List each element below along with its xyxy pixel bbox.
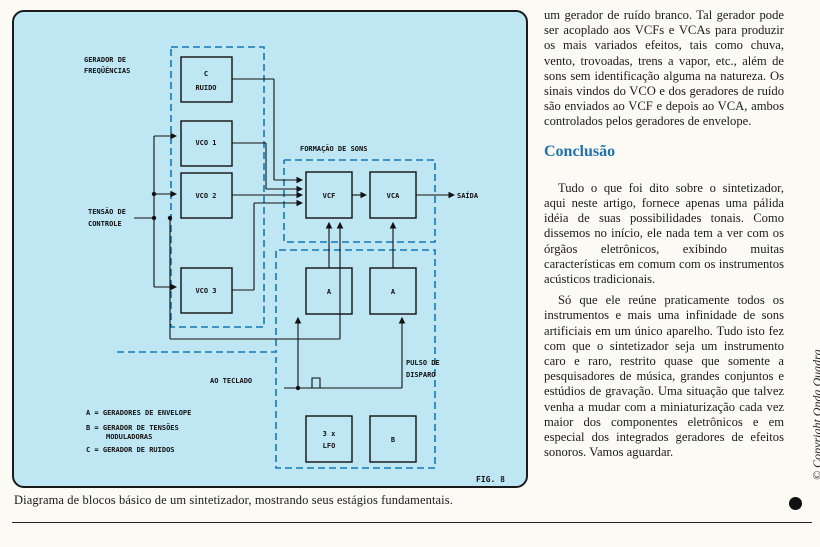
figure-label: FIG. 8 — [476, 475, 505, 484]
lfo-label: LFO — [323, 442, 336, 450]
end-of-article-bullet — [789, 497, 802, 510]
page-bottom-rule — [12, 522, 812, 523]
vca-label: VCA — [387, 192, 400, 200]
article-paragraph-1: um gerador de ruído branco. Tal gerador … — [544, 8, 784, 129]
formacao-group — [283, 159, 436, 243]
gen-freq-label-2: FREQÜÊNCIAS — [84, 66, 130, 75]
noise-letter: C — [204, 70, 208, 78]
vco1-label: VCO 1 — [195, 139, 216, 147]
control-group — [117, 249, 436, 469]
figure-caption: Diagrama de blocos básico de um sintetiz… — [14, 493, 453, 507]
legend-b: B = GERADOR DE TENSÕES — [86, 423, 179, 432]
env2-label: A — [391, 288, 396, 296]
formacao-label: FORMAÇÃO DE SONS — [300, 144, 367, 153]
section-heading: Conclusão — [544, 142, 616, 160]
tensao-label-2: CONTROLE — [88, 220, 122, 228]
pulso-label-2: DISPARO — [406, 371, 436, 379]
block-diagram: C RUIDO VCO 1 VCO 2 VCO 3 VCF VCA A A 3 … — [84, 46, 505, 484]
legend-a: A = GERADORES DE ENVELOPE — [86, 409, 191, 417]
legend-b-cont: MODULADORAS — [106, 433, 152, 441]
vco1-block — [180, 120, 233, 167]
noise-label: RUIDO — [195, 84, 216, 92]
legend-c: C = GERADOR DE RUIDOS — [86, 446, 175, 454]
article-column: um gerador de ruído branco. Tal gerador … — [544, 8, 784, 460]
figure-panel: C RUIDO VCO 1 VCO 2 VCO 3 VCF VCA A A 3 … — [12, 10, 528, 488]
env2-block — [369, 267, 417, 315]
copyright-notice: © Copyright Onda Quadra — [798, 320, 820, 480]
teclado-label: AO TECLADO — [210, 377, 252, 385]
gen-freq-group — [170, 46, 265, 328]
lfo-block — [305, 415, 353, 463]
env1-label: A — [327, 288, 332, 296]
b-label: B — [391, 436, 395, 444]
pulso-label-1: PULSO DE — [406, 359, 440, 367]
b-block — [369, 415, 417, 463]
copyright-text: © Copyright Onda Quadra — [810, 349, 820, 480]
article-paragraph-3: Só que ele reúne praticamente todos os i… — [544, 293, 784, 460]
vco3-block — [180, 267, 233, 314]
vco2-label: VCO 2 — [195, 192, 216, 200]
saida-label: SAÍDA — [457, 191, 479, 200]
vcf-label: VCF — [323, 192, 336, 200]
lfo-count: 3 x — [323, 430, 336, 438]
article-paragraph-2: Tudo o que foi dito sobre o sintetizador… — [544, 180, 784, 287]
gen-freq-label-1: GERADOR DE — [84, 56, 126, 64]
noise-block — [180, 56, 233, 103]
tensao-label-1: TENSÃO DE — [88, 207, 126, 216]
vcf-block — [305, 171, 353, 219]
vca-block — [369, 171, 417, 219]
vco3-label: VCO 3 — [195, 287, 216, 295]
